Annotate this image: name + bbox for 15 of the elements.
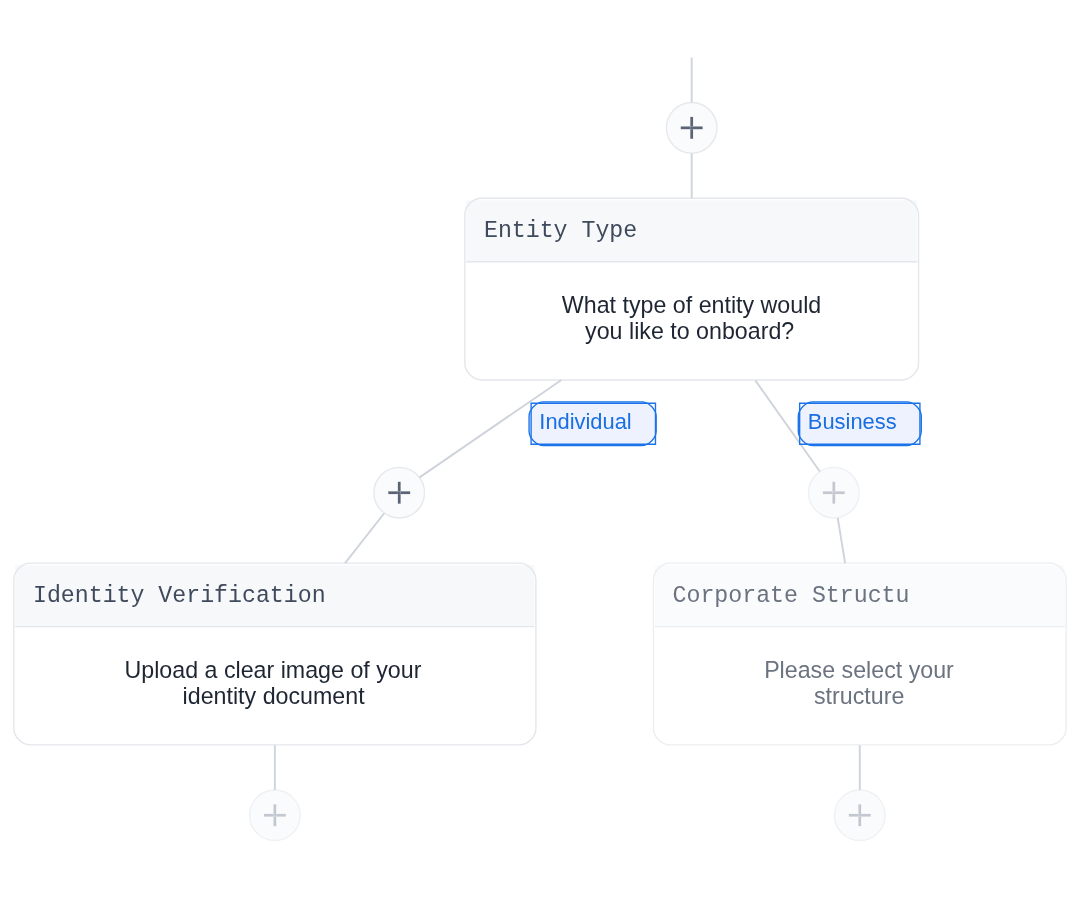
node-circle <box>665 101 718 154</box>
edge-label: Individual <box>539 408 632 434</box>
node-circle <box>248 789 301 842</box>
connector <box>858 744 861 791</box>
node-circle <box>833 789 886 842</box>
connector <box>836 516 847 565</box>
connector <box>690 152 693 200</box>
node-circle <box>373 466 426 519</box>
connector <box>344 512 385 565</box>
connector <box>754 379 821 473</box>
edge-label: Business <box>807 408 897 434</box>
connector <box>418 379 563 479</box>
connector <box>273 744 276 791</box>
node-circle <box>807 466 860 519</box>
connector <box>690 56 693 104</box>
